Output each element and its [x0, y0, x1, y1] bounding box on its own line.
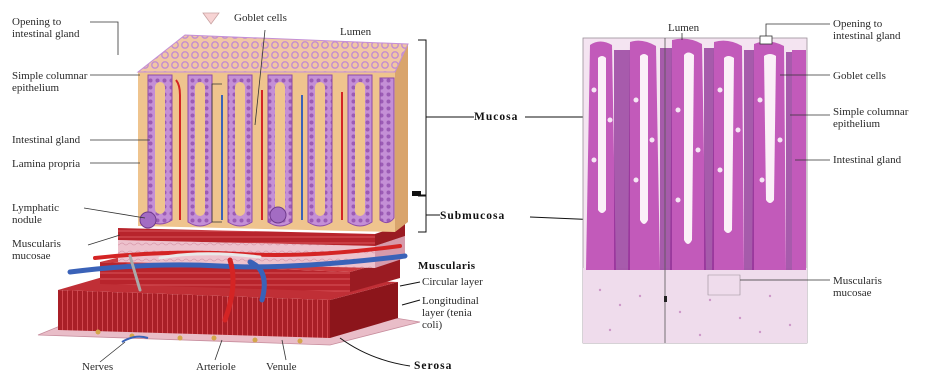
- lymphatic-nodule: [140, 212, 156, 228]
- label-line: mucosae: [12, 250, 61, 262]
- label-line: Simple columnar: [833, 106, 908, 118]
- label-line: Muscularis: [12, 238, 61, 250]
- label-micro-lumen: Lumen: [668, 22, 699, 34]
- label-line: Simple columnar: [12, 70, 87, 82]
- label-lymphatic-nodule: Lymphatic nodule: [12, 202, 59, 226]
- label-nerves: Nerves: [82, 361, 113, 373]
- label-submucosa: Submucosa: [440, 210, 505, 222]
- label-muscularis-mucosae-left: Muscularis mucosae: [12, 238, 61, 262]
- label-micro-muscularis-mucosae: Muscularis mucosae: [833, 275, 882, 299]
- label-line: epithelium: [833, 118, 908, 130]
- label-line: Longitudinal: [422, 295, 479, 307]
- label-line: intestinal gland: [833, 30, 901, 42]
- label-micro-intestinal-gland: Intestinal gland: [833, 154, 901, 166]
- label-line: layer (tenia: [422, 307, 479, 319]
- label-line: intestinal gland: [12, 28, 80, 40]
- label-lamina-propria: Lamina propria: [12, 158, 80, 170]
- goblet-cells-pointer-icon: [203, 13, 219, 24]
- label-micro-goblet: Goblet cells: [833, 70, 886, 82]
- label-muscularis: Muscularis: [418, 260, 476, 272]
- label-circular-layer: Circular layer: [422, 276, 483, 288]
- label-line: epithelium: [12, 82, 87, 94]
- label-serosa: Serosa: [414, 360, 452, 372]
- label-line: Lymphatic: [12, 202, 59, 214]
- label-goblet-cells: Goblet cells: [234, 12, 287, 24]
- label-simple-columnar: Simple columnar epithelium: [12, 70, 87, 94]
- label-intestinal-gland: Intestinal gland: [12, 134, 80, 146]
- label-line: Opening to: [12, 16, 80, 28]
- label-opening-to-gland: Opening to intestinal gland: [12, 16, 80, 40]
- label-arteriole: Arteriole: [196, 361, 236, 373]
- label-lumen: Lumen: [340, 26, 371, 38]
- label-venule: Venule: [266, 361, 297, 373]
- label-mucosa: Mucosa: [474, 111, 518, 123]
- label-micro-simple-columnar: Simple columnar epithelium: [833, 106, 908, 130]
- label-micro-opening: Opening to intestinal gland: [833, 18, 901, 42]
- label-line: nodule: [12, 214, 59, 226]
- label-longitudinal-layer: Longitudinal layer (tenia coli): [422, 295, 479, 331]
- label-line: Opening to: [833, 18, 901, 30]
- label-line: mucosae: [833, 287, 882, 299]
- label-line: Muscularis: [833, 275, 882, 287]
- histology-micrograph: [583, 36, 807, 343]
- label-line: coli): [422, 319, 479, 331]
